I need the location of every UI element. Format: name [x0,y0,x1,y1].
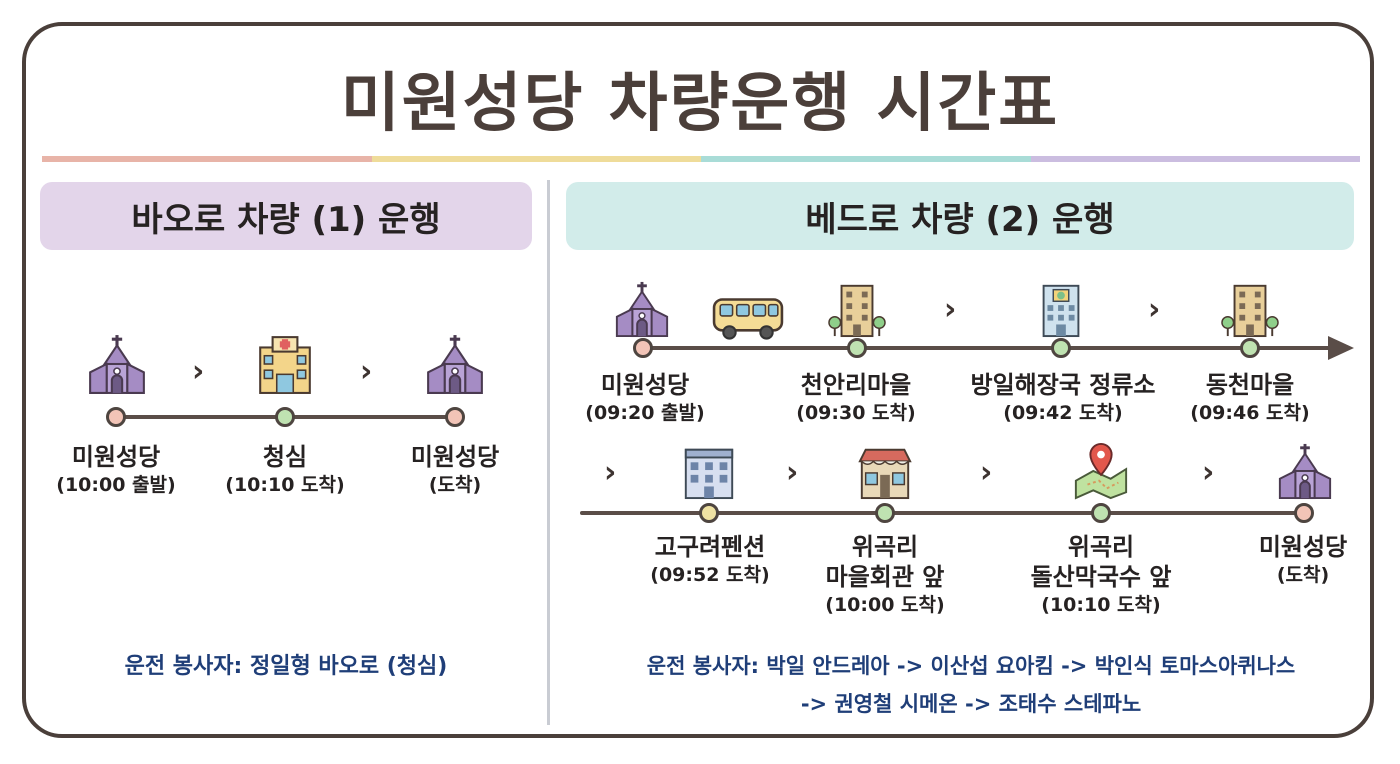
route1-stop-dot [106,407,126,427]
stop-name: 위곡리 [851,533,919,561]
route2-stop-dot [699,503,719,523]
stop-time: (09:46 도착) [1190,402,1310,424]
office-building-icon [1032,280,1090,338]
stop-name: 천안리마을 [800,371,912,399]
route2-stop-dot [1091,503,1111,523]
section-divider [547,180,550,725]
stop-name: 고구려펜션 [654,533,766,561]
chevron-right-icon: › [786,455,799,490]
route1-stop-label: 청심 (10:10 도착) [205,442,365,498]
stop-time: (10:00 도착) [825,594,945,616]
route1-driver: 운전 봉사자: 정일형 바오로 (청심) [124,654,448,679]
route1-stop-dot [445,407,465,427]
stop-time: (10:00 출발) [56,474,176,496]
route1-title: 바오로 차량 (1) 운행 [40,182,532,250]
hospital-icon [254,333,316,395]
church-icon [1276,442,1334,500]
stop-time: (도착) [428,474,482,496]
apartment-icon [1221,280,1279,338]
route1-stop-label: 미원성당 (도착) [375,442,535,498]
church-icon [86,333,148,395]
stop-name: 미원성당 [410,443,500,471]
route2-stop-label: 방일해장국 정류소 (09:42 도착) [955,370,1171,426]
stop-time: (09:30 도착) [796,402,916,424]
chevron-right-icon: › [192,354,205,389]
church-icon [424,333,486,395]
stop-time: (10:10 도착) [225,474,345,496]
route2-driver-line2: -> 권영철 시메온 -> 조태수 스테파노 [800,692,1142,716]
stop-name: 위곡리 [1067,533,1135,561]
stop-name: 미원성당 [71,443,161,471]
chevron-right-icon: › [1148,292,1161,327]
chevron-right-icon: › [944,292,957,327]
arrow-head-icon [1328,336,1354,360]
bus-icon [712,295,784,341]
community-hall-icon [856,442,914,500]
route2-stop-label: 천안리마을 (09:30 도착) [776,370,936,426]
stop-time: (10:10 도착) [1041,594,1161,616]
apartment-icon [828,280,886,338]
church-icon [613,280,671,338]
route2-stop-label: 동천마을 (09:46 도착) [1170,370,1330,426]
stop-name-line2: 마을회관 앞 [825,563,945,591]
stop-name-line2: 돌산막국수 앞 [1030,563,1172,591]
stop-name: 청심 [262,443,308,471]
route1-stop-dot [275,407,295,427]
route2-line-row2 [580,511,1306,515]
timetable-frame [22,22,1374,738]
route2-stop-label: 미원성당 (09:20 출발) [565,370,725,426]
stop-time: (09:52 도착) [650,564,770,586]
chevron-right-icon: › [360,354,373,389]
stop-name: 동천마을 [1205,371,1295,399]
route2-stop-dot [1240,338,1260,358]
route2-line-row1 [640,346,1334,350]
route2-stop-dot [1051,338,1071,358]
route2-stop-dot [847,338,867,358]
pension-building-icon [680,442,738,500]
map-pin-icon [1072,442,1130,500]
chevron-right-icon: › [604,455,617,490]
stop-name: 방일해장국 정류소 [970,371,1156,399]
stop-time: (09:42 도착) [1003,402,1123,424]
route2-stop-dot [633,338,653,358]
route1-stop-label: 미원성당 (10:00 출발) [36,442,196,498]
stop-time: (도착) [1276,564,1330,586]
chevron-right-icon: › [1202,455,1215,490]
page-title: 미원성당 차량운행 시간표 [340,67,1060,141]
route2-driver-line1: 운전 봉사자: 박일 안드레아 -> 이산섭 요아킴 -> 박인식 토마스아퀴나… [646,654,1296,678]
route2-stop-label: 미원성당 (도착) [1228,532,1378,588]
route2-stop-dot [875,503,895,523]
stop-name: 미원성당 [1258,533,1348,561]
rainbow-divider [42,156,1360,162]
chevron-right-icon: › [980,455,993,490]
route2-title: 베드로 차량 (2) 운행 [566,182,1354,250]
stop-name: 미원성당 [600,371,690,399]
route2-stop-dot [1294,503,1314,523]
route2-stop-label: 위곡리 마을회관 앞 (10:00 도착) [795,532,975,618]
route2-stop-label: 위곡리 돌산막국수 앞 (10:10 도착) [1005,532,1197,618]
route2-stop-label: 고구려펜션 (09:52 도착) [630,532,790,588]
stop-time: (09:20 출발) [585,402,705,424]
